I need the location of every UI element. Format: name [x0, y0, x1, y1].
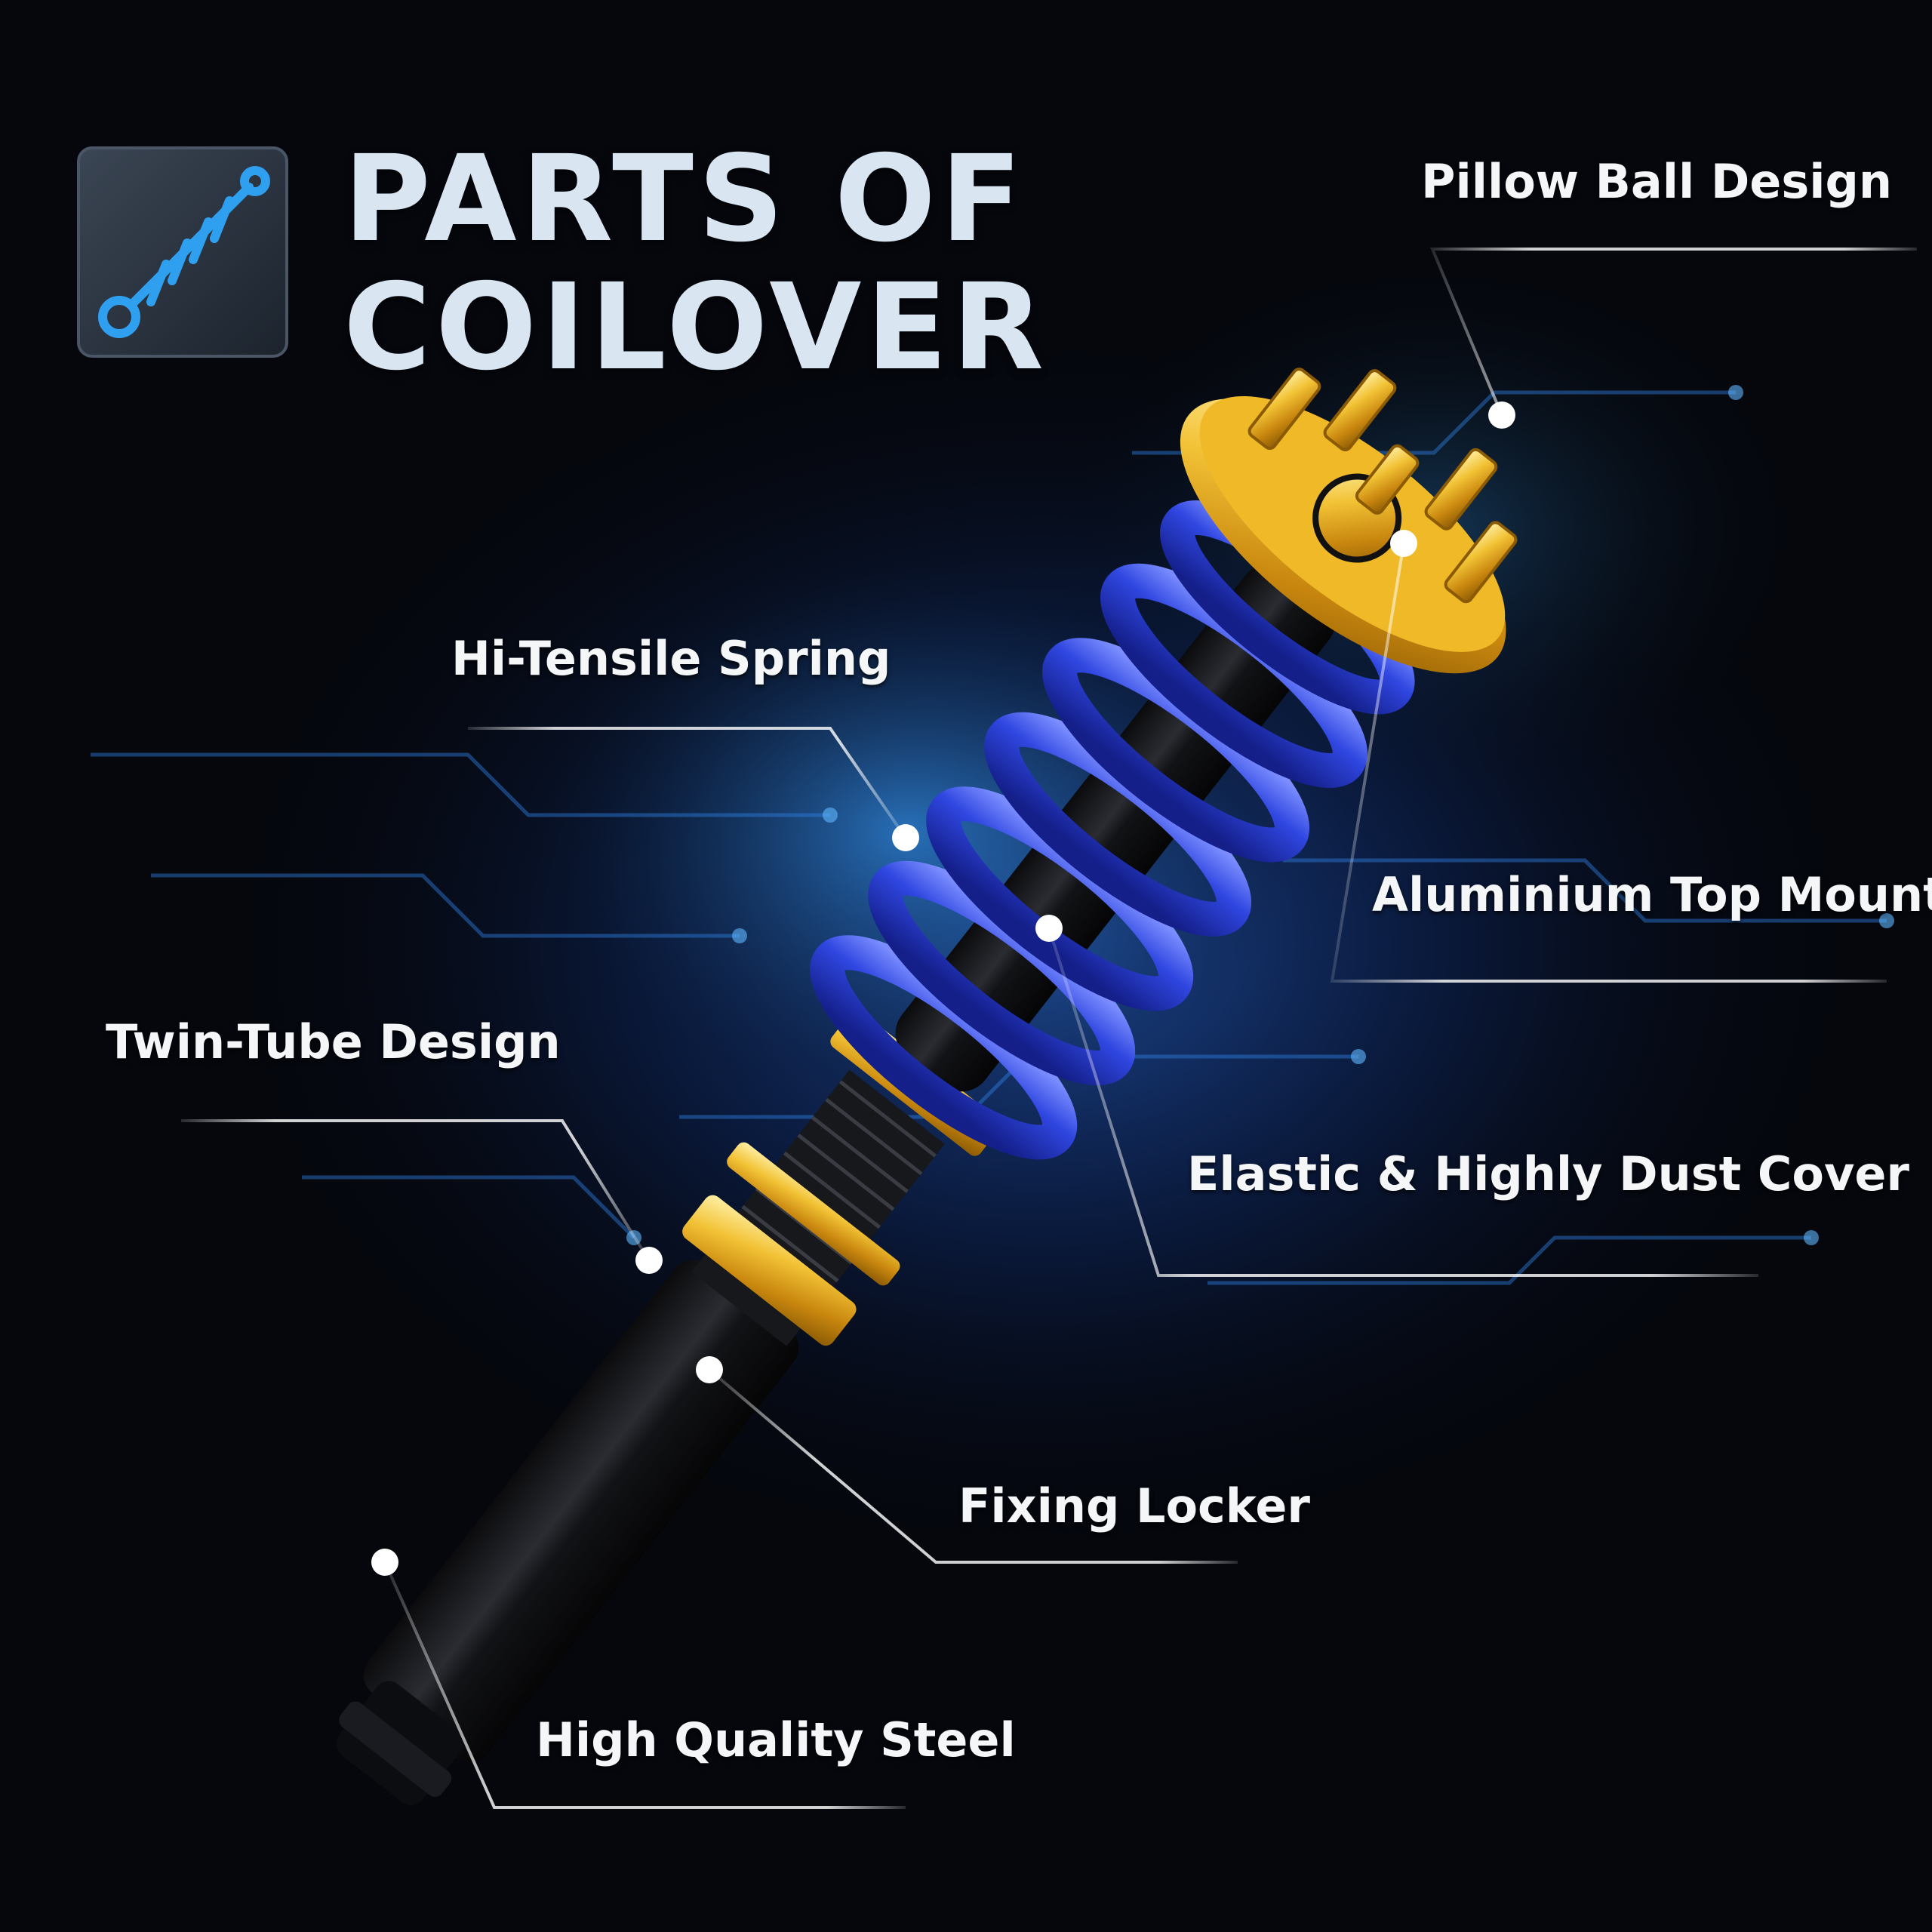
page-title-line-1: PARTS OF — [343, 130, 1026, 269]
shock-absorber-icon — [77, 146, 288, 358]
leader-lines — [181, 248, 1917, 1809]
callout-aluminium-top-mount: Aluminium Top Mount — [1372, 867, 1932, 922]
page-title-line-2: COILOVER — [343, 258, 1049, 397]
callout-elastic-dust-cover: Elastic & Highly Dust Cover — [1187, 1146, 1910, 1201]
callout-fixing-locker: Fixing Locker — [958, 1478, 1310, 1534]
callout-dots — [371, 401, 1515, 1576]
callout-high-quality-steel: High Quality Steel — [536, 1712, 1016, 1767]
callout-pillow-ball-design: Pillow Ball Design — [1421, 154, 1893, 209]
callout-hi-tensile-spring: Hi-Tensile Spring — [451, 631, 891, 686]
coilover-illustration — [336, 368, 1518, 1806]
callout-twin-tube-design: Twin-Tube Design — [106, 1014, 561, 1069]
